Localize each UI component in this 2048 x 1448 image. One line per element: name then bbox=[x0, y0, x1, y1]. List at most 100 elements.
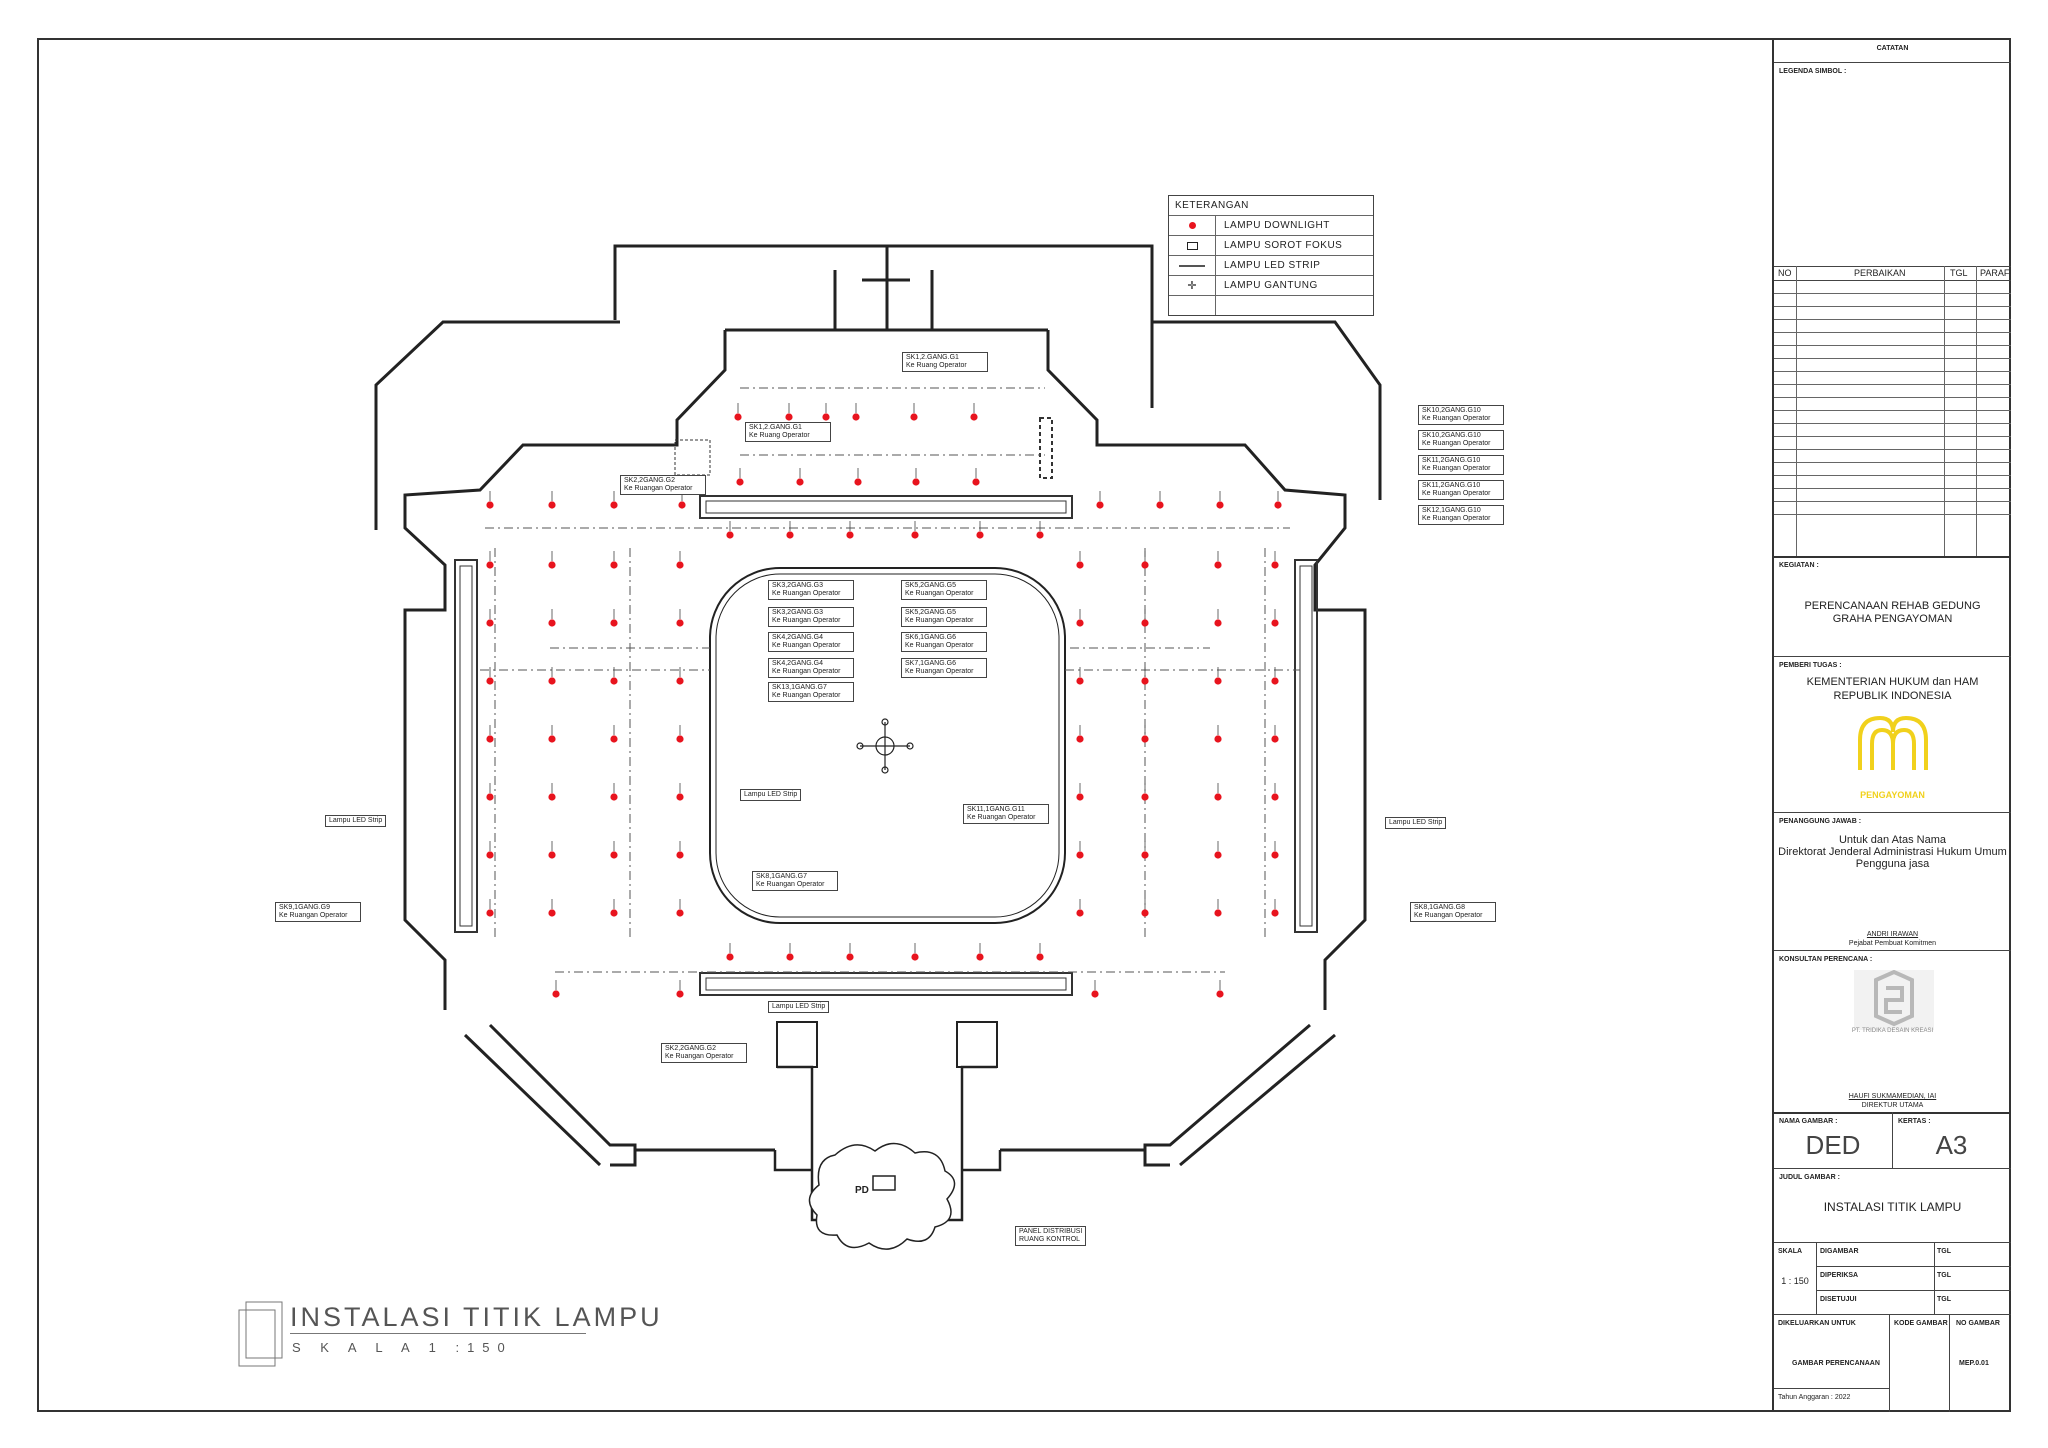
downlight-icon bbox=[1141, 561, 1149, 569]
led-strip-tag: Lampu LED Strip bbox=[325, 815, 387, 827]
konsultan-label: KONSULTAN PERENCANA : bbox=[1779, 956, 1873, 963]
kertas-label: KERTAS : bbox=[1898, 1118, 1931, 1125]
downlight-icon bbox=[1096, 501, 1104, 509]
pejabat-name: ANDRI IRAWAN bbox=[1866, 931, 1919, 938]
downlight-icon bbox=[1214, 619, 1222, 627]
floor-plan bbox=[374, 244, 1382, 1250]
downlight-icon bbox=[846, 531, 854, 539]
downlight-icon bbox=[1214, 793, 1222, 801]
downlight-icon bbox=[912, 478, 920, 486]
downlight-icon bbox=[1076, 677, 1084, 685]
downlight-icon bbox=[734, 413, 742, 421]
wall-outer-left bbox=[374, 320, 620, 530]
downlight-icon bbox=[1188, 222, 1196, 229]
downlight-icon bbox=[1156, 501, 1164, 509]
tahun-anggaran: Tahun Anggaran : 2022 bbox=[1778, 1394, 1851, 1401]
downlight-icon bbox=[1216, 990, 1224, 998]
tgl-label: TGL bbox=[1937, 1272, 1951, 1279]
downlight-icon bbox=[911, 531, 919, 539]
legend-table: KETERANGAN LAMPU DOWNLIGHT LAMPU SOROT F… bbox=[1168, 195, 1374, 316]
pendant-lamp-icon: ✛ bbox=[1187, 280, 1197, 292]
wall-top-annex bbox=[613, 244, 1154, 408]
legend-label: LAMPU GANTUNG bbox=[1224, 280, 1318, 291]
downlight-icon bbox=[1216, 501, 1224, 509]
downlight-icon bbox=[1214, 851, 1222, 859]
downlight-icon bbox=[972, 478, 980, 486]
downlight-icon bbox=[1271, 619, 1279, 627]
wall-outer-right bbox=[1152, 320, 1382, 500]
downlight-icon bbox=[676, 793, 684, 801]
pemberi-tugas-label: PEMBERI TUGAS : bbox=[1779, 662, 1842, 669]
downlight-icon bbox=[854, 478, 862, 486]
downlight-icon bbox=[610, 677, 618, 685]
downlight-icon bbox=[1091, 990, 1099, 998]
kode-gambar-label: KODE GAMBAR bbox=[1894, 1320, 1948, 1327]
downlight-icon bbox=[486, 735, 494, 743]
logo-text: PENGAYOMAN bbox=[1860, 790, 1925, 800]
downlight-icon bbox=[548, 501, 556, 509]
downlight-icon bbox=[976, 531, 984, 539]
penanggung-line2: Direktorat Jenderal Administrasi Hukum U… bbox=[1778, 846, 2007, 858]
downlight-icon bbox=[1214, 735, 1222, 743]
downlight-icon bbox=[1214, 561, 1222, 569]
downlight-icon bbox=[1214, 909, 1222, 917]
legend-label: LAMPU LED STRIP bbox=[1224, 260, 1321, 271]
downlight-icon bbox=[976, 953, 984, 961]
downlight-icon bbox=[786, 531, 794, 539]
plan-scale: S K A L A 1 :150 bbox=[292, 1340, 513, 1355]
nama-gambar-label: NAMA GAMBAR : bbox=[1779, 1118, 1838, 1125]
disetujui-label: DISETUJUI bbox=[1820, 1296, 1857, 1303]
downlight-icon bbox=[1076, 735, 1084, 743]
wall-ring-left bbox=[403, 443, 645, 1010]
downlight-icon bbox=[1141, 735, 1149, 743]
downlight-icon bbox=[846, 953, 854, 961]
downlight-icon bbox=[548, 677, 556, 685]
led-strip-icon bbox=[1179, 264, 1205, 267]
no-gambar-label: NO GAMBAR bbox=[1956, 1320, 2000, 1327]
downlight-icon bbox=[1076, 561, 1084, 569]
revision-header: NO PERBAIKAN TGL PARAF bbox=[1774, 266, 2011, 281]
downlight-icon bbox=[1271, 561, 1279, 569]
downlight-icon bbox=[486, 561, 494, 569]
revision-rows bbox=[1774, 281, 2011, 515]
pengayoman-logo-icon bbox=[1858, 715, 1928, 770]
downlight-icon bbox=[486, 619, 494, 627]
downlight-icon bbox=[486, 851, 494, 859]
legend-label: LAMPU DOWNLIGHT bbox=[1224, 220, 1330, 231]
pd-label: PD bbox=[855, 1185, 869, 1196]
downlight-icon bbox=[1076, 793, 1084, 801]
downlight-icon bbox=[1214, 677, 1222, 685]
downlight-icon bbox=[1036, 531, 1044, 539]
pendant-lamp-icon bbox=[856, 718, 914, 774]
legenda-simbol-label: LEGENDA SIMBOL : bbox=[1779, 68, 1847, 75]
konsultan-logo-icon bbox=[1854, 970, 1934, 1030]
downlight-icon bbox=[1141, 851, 1149, 859]
downlight-icon bbox=[1076, 619, 1084, 627]
title-mark-icon bbox=[238, 1301, 283, 1367]
downlight-icon bbox=[1271, 851, 1279, 859]
pejabat-title: Pejabat Pembuat Komitmen bbox=[1848, 940, 1937, 947]
downlight-icon bbox=[1271, 909, 1279, 917]
downlight-icon bbox=[786, 953, 794, 961]
downlight-icon bbox=[970, 413, 978, 421]
downlight-icon bbox=[486, 909, 494, 917]
legend-title: KETERANGAN bbox=[1175, 200, 1249, 211]
downlight-icon bbox=[610, 501, 618, 509]
downlight-array bbox=[486, 403, 1282, 998]
kertas-value: A3 bbox=[1935, 1130, 1968, 1160]
downlight-icon bbox=[676, 851, 684, 859]
downlight-icon bbox=[1141, 619, 1149, 627]
downlight-icon bbox=[1141, 793, 1149, 801]
downlight-icon bbox=[676, 619, 684, 627]
